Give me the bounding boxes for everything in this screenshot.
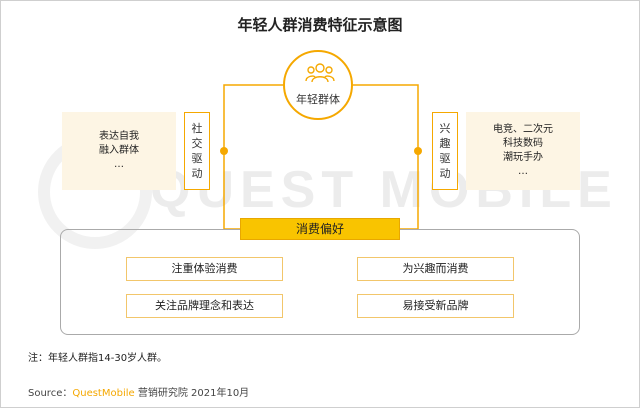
interest-line: 科技数码 [503, 138, 543, 149]
preference-item: 注重体验消费 [126, 257, 283, 281]
interest-driver-char: 趣 [439, 137, 451, 150]
social-line: 表达自我 [99, 131, 139, 142]
footnote: 注：年轻人群指14-30岁人群。 [28, 353, 168, 364]
social-line: … [114, 159, 124, 170]
preference-item: 关注品牌理念和表达 [126, 294, 283, 318]
right-connector-line [353, 84, 419, 230]
source-brand: QuestMobile [72, 388, 135, 399]
social-motivation-box: 表达自我 融入群体 … [62, 112, 176, 190]
social-line: 融入群体 [99, 145, 139, 156]
interest-driver-label: 兴 趣 驱 动 [432, 112, 458, 190]
people-group-icon [305, 63, 335, 83]
interest-motivation-box: 电竞、二次元 科技数码 潮玩手办 … [466, 112, 580, 190]
social-driver-label: 社 交 驱 动 [184, 112, 210, 190]
left-connector-line [223, 84, 283, 230]
right-connector-dot [414, 147, 422, 155]
interest-driver-char: 驱 [439, 152, 451, 165]
left-connector-dot [220, 147, 228, 155]
young-group-label: 年轻群体 [296, 93, 340, 106]
interest-driver-char: 兴 [439, 122, 451, 135]
interest-line: … [518, 166, 528, 177]
preference-container [60, 229, 580, 335]
interest-line: 电竞、二次元 [493, 124, 553, 135]
figure-title: 年轻人群消费特征示意图 [237, 16, 403, 34]
social-driver-char: 驱 [191, 152, 203, 165]
social-driver-char: 社 [191, 122, 203, 135]
source-line: Source：QuestMobile 营销研究院 2021年10月 [28, 384, 249, 399]
interest-line: 潮玩手办 [503, 152, 543, 163]
preference-item: 为兴趣而消费 [357, 257, 514, 281]
source-suffix: 营销研究院 2021年10月 [134, 388, 250, 399]
young-group-node: 年轻群体 [283, 50, 353, 120]
social-driver-char: 交 [191, 137, 203, 150]
social-driver-char: 动 [191, 167, 203, 180]
consumption-preference-bar: 消费偏好 [240, 218, 400, 240]
interest-driver-char: 动 [439, 167, 451, 180]
source-prefix: Source： [28, 388, 73, 399]
preference-item: 易接受新品牌 [357, 294, 514, 318]
